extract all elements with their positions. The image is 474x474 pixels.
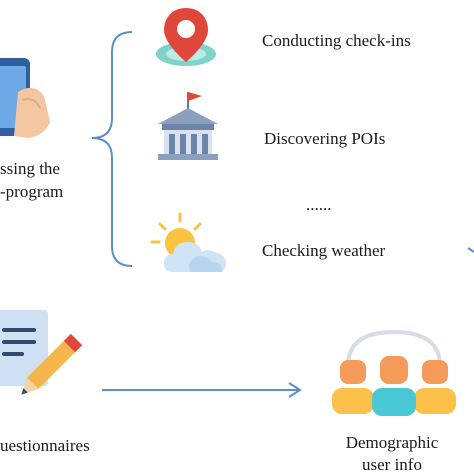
user-group-icon <box>332 329 456 416</box>
feature-label-weather: Checking weather <box>262 241 386 260</box>
feature-label-pois: Discovering POIs <box>264 129 386 148</box>
feature-label-checkins: Conducting check-ins <box>262 31 411 50</box>
location-pin-icon <box>156 8 216 66</box>
right-edge-arrow-tip <box>467 247 474 253</box>
left-top-label-line1: ssing the <box>0 159 60 178</box>
right-bottom-label-line1: Demographic <box>345 433 439 452</box>
sun-cloud-icon <box>150 212 226 272</box>
left-bottom-label: uestionnaires <box>0 436 90 455</box>
flow-arrow-head <box>288 382 302 398</box>
building-flag-icon <box>158 92 218 160</box>
left-top-label-line2: -program <box>0 182 64 201</box>
questionnaire-pencil-icon <box>0 310 83 395</box>
feature-brace <box>91 31 133 267</box>
feature-ellipsis: ...... <box>306 195 332 214</box>
phone-hand-icon <box>0 58 50 138</box>
right-bottom-label-line2: user info <box>362 455 422 474</box>
